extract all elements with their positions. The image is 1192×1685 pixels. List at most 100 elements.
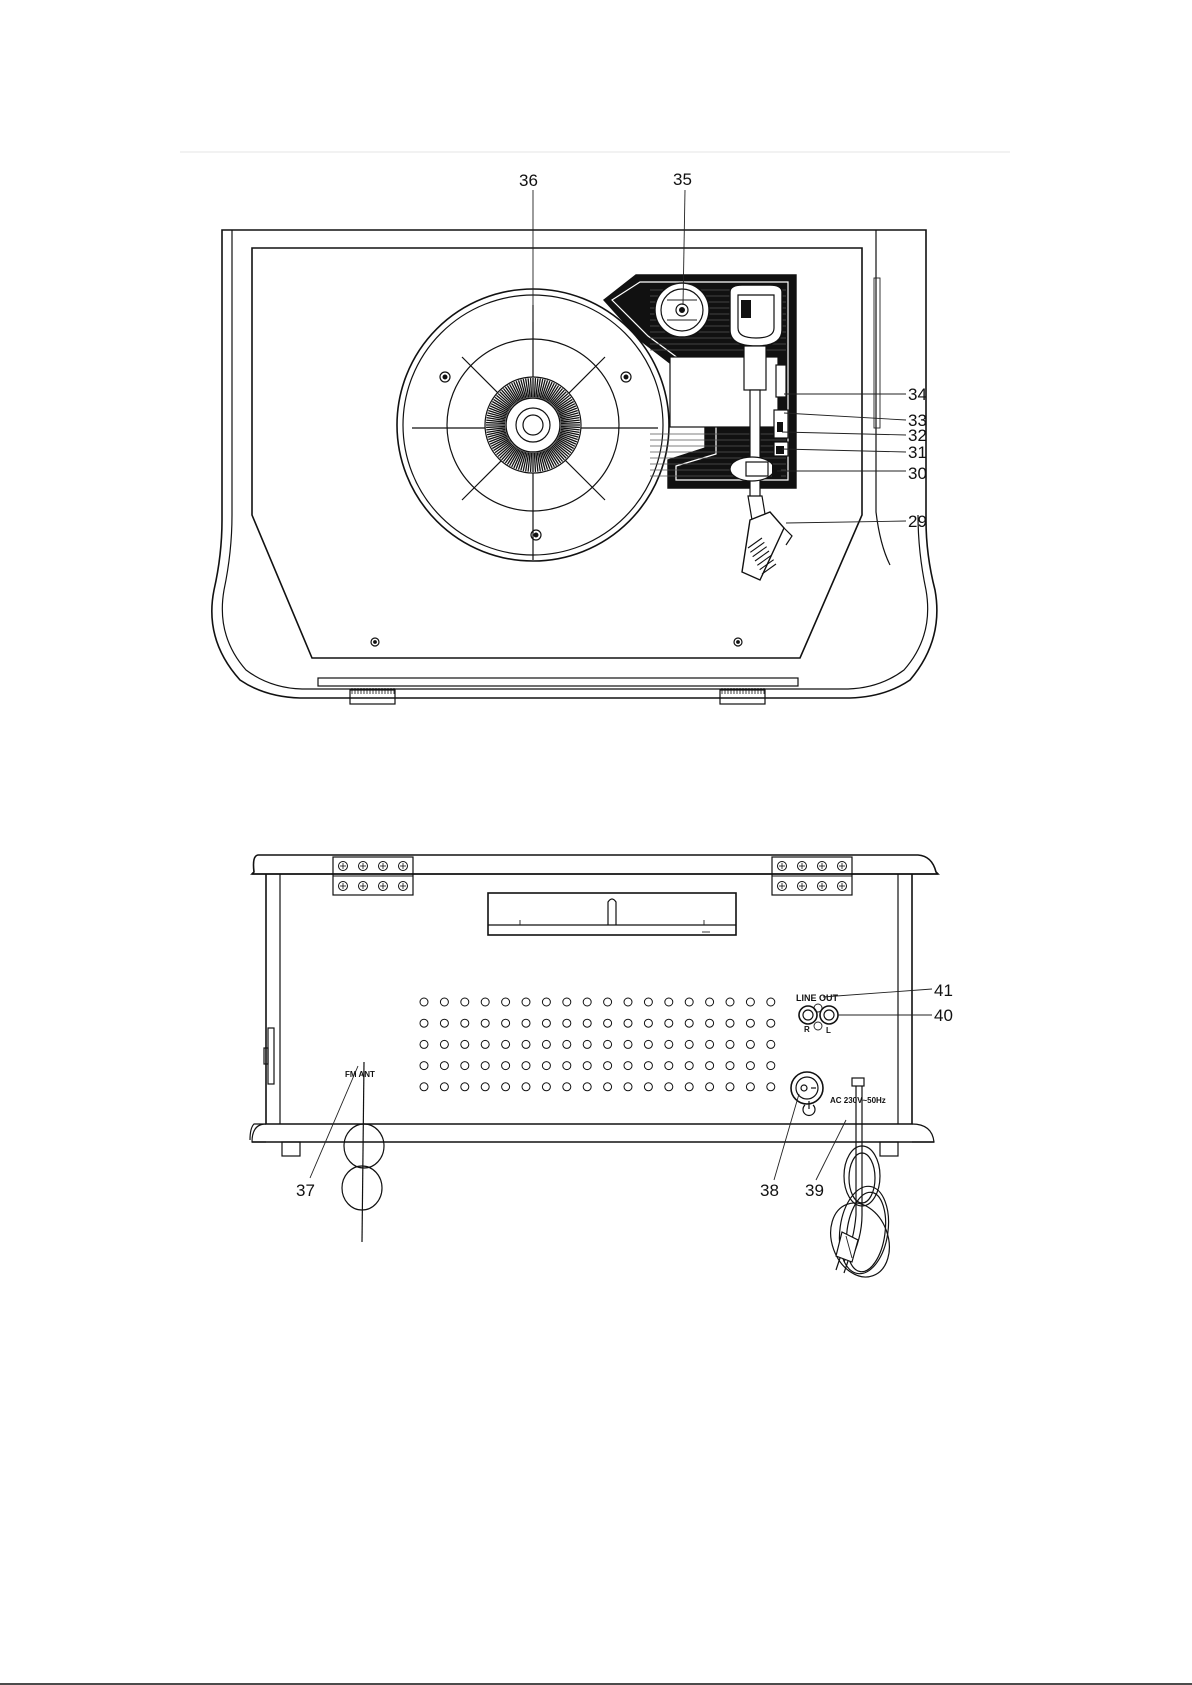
grille-hole [665,1062,673,1070]
grille-hole [726,1019,734,1027]
grille-hole [746,998,754,1006]
power-rating-label: AC 230V~50Hz [830,1096,886,1105]
side-latch [268,1028,274,1084]
grille-hole [746,1040,754,1048]
grille-hole [583,1040,591,1048]
antenna-wire [362,1062,364,1242]
leader-29 [786,521,906,523]
grille-hole [583,1019,591,1027]
grille-hole [420,1083,428,1091]
grille-hole [746,1019,754,1027]
grille-hole [522,1040,530,1048]
left-channel-label: L [826,1026,831,1035]
callout-39: 39 [805,1181,824,1200]
grille-hole [706,1062,714,1070]
grille-hole [440,1040,448,1048]
grille-hole [440,1019,448,1027]
platter-hole-center [624,375,628,379]
grille-hole [542,1019,550,1027]
grille-hole [726,1083,734,1091]
grille-hole [542,998,550,1006]
grille-hole [685,1019,693,1027]
grille-hole [420,998,428,1006]
hinge-right [772,857,852,895]
right-channel-label: R [804,1025,810,1034]
line-out-jack-r[interactable] [799,1006,817,1024]
grille-hole [726,998,734,1006]
arm-lift [776,365,786,397]
grille-hole [563,1062,571,1070]
grille-hole [502,1083,510,1091]
grille-hole [767,1019,775,1027]
callout-37: 37 [296,1181,315,1200]
grille-hole [685,1062,693,1070]
grille-hole [604,1019,612,1027]
grille-hole [420,1019,428,1027]
grille-hole [563,998,571,1006]
grille-hole [502,998,510,1006]
grille-hole [481,1019,489,1027]
grille-hole [726,1062,734,1070]
grille-hole [440,1062,448,1070]
grille-hole [665,998,673,1006]
foot-hatch-right [722,688,764,694]
screw-center [737,641,740,644]
platter-hole-center [534,533,538,537]
platter-hub-inner [506,398,560,452]
grille-hole [563,1040,571,1048]
line-out-jack-l[interactable] [820,1006,838,1024]
grille-hole [726,1040,734,1048]
grille-hole [706,998,714,1006]
grille-hole [665,1083,673,1091]
grille-hole [624,1083,632,1091]
leader-41 [823,989,932,997]
arm-clip-body [746,462,768,476]
grille-hole [685,1083,693,1091]
grille-hole [461,1083,469,1091]
grille-hole [542,1040,550,1048]
grille-hole [767,1062,775,1070]
finger-lift [784,528,792,545]
grille-hole [522,1062,530,1070]
counterweight-mark [741,300,751,318]
grille-hole [604,998,612,1006]
antenna-loop [344,1124,384,1168]
grille-hole [746,1083,754,1091]
lid-stay-hook [608,899,616,925]
speaker-grille [420,998,775,1091]
grille-hole [481,1062,489,1070]
leader-32 [782,432,906,435]
flange-right [912,1124,934,1142]
grille-hole [624,1062,632,1070]
grille-hole [644,1019,652,1027]
grille-hole [685,1040,693,1048]
line-out-jack-r-inner [803,1010,813,1020]
lid-top [252,855,938,874]
grille-hole [624,1040,632,1048]
callout-29: 29 [908,512,927,531]
fm-antenna-label: FM ANT [345,1070,375,1079]
grille-hole [604,1083,612,1091]
grille-hole [706,1019,714,1027]
callout-36: 36 [519,171,538,190]
cartridge-body [742,512,784,580]
arm-rest-mark [776,446,784,454]
headshell [742,496,792,580]
grille-hole [563,1083,571,1091]
grille-hole [624,1019,632,1027]
grille-hole [746,1062,754,1070]
grille-hole [542,1083,550,1091]
grille-hole [461,1019,469,1027]
grille-hole [685,998,693,1006]
grille-hole [481,998,489,1006]
grille-hole [644,998,652,1006]
side-strip [874,278,880,428]
arm-pivot [744,346,766,390]
grille-hole [706,1040,714,1048]
flange-left [252,1124,266,1142]
back-view: LINE OUT R L AC 230V~50Hz [250,855,953,1285]
callout-40: 40 [934,1006,953,1025]
grille-hole [624,998,632,1006]
